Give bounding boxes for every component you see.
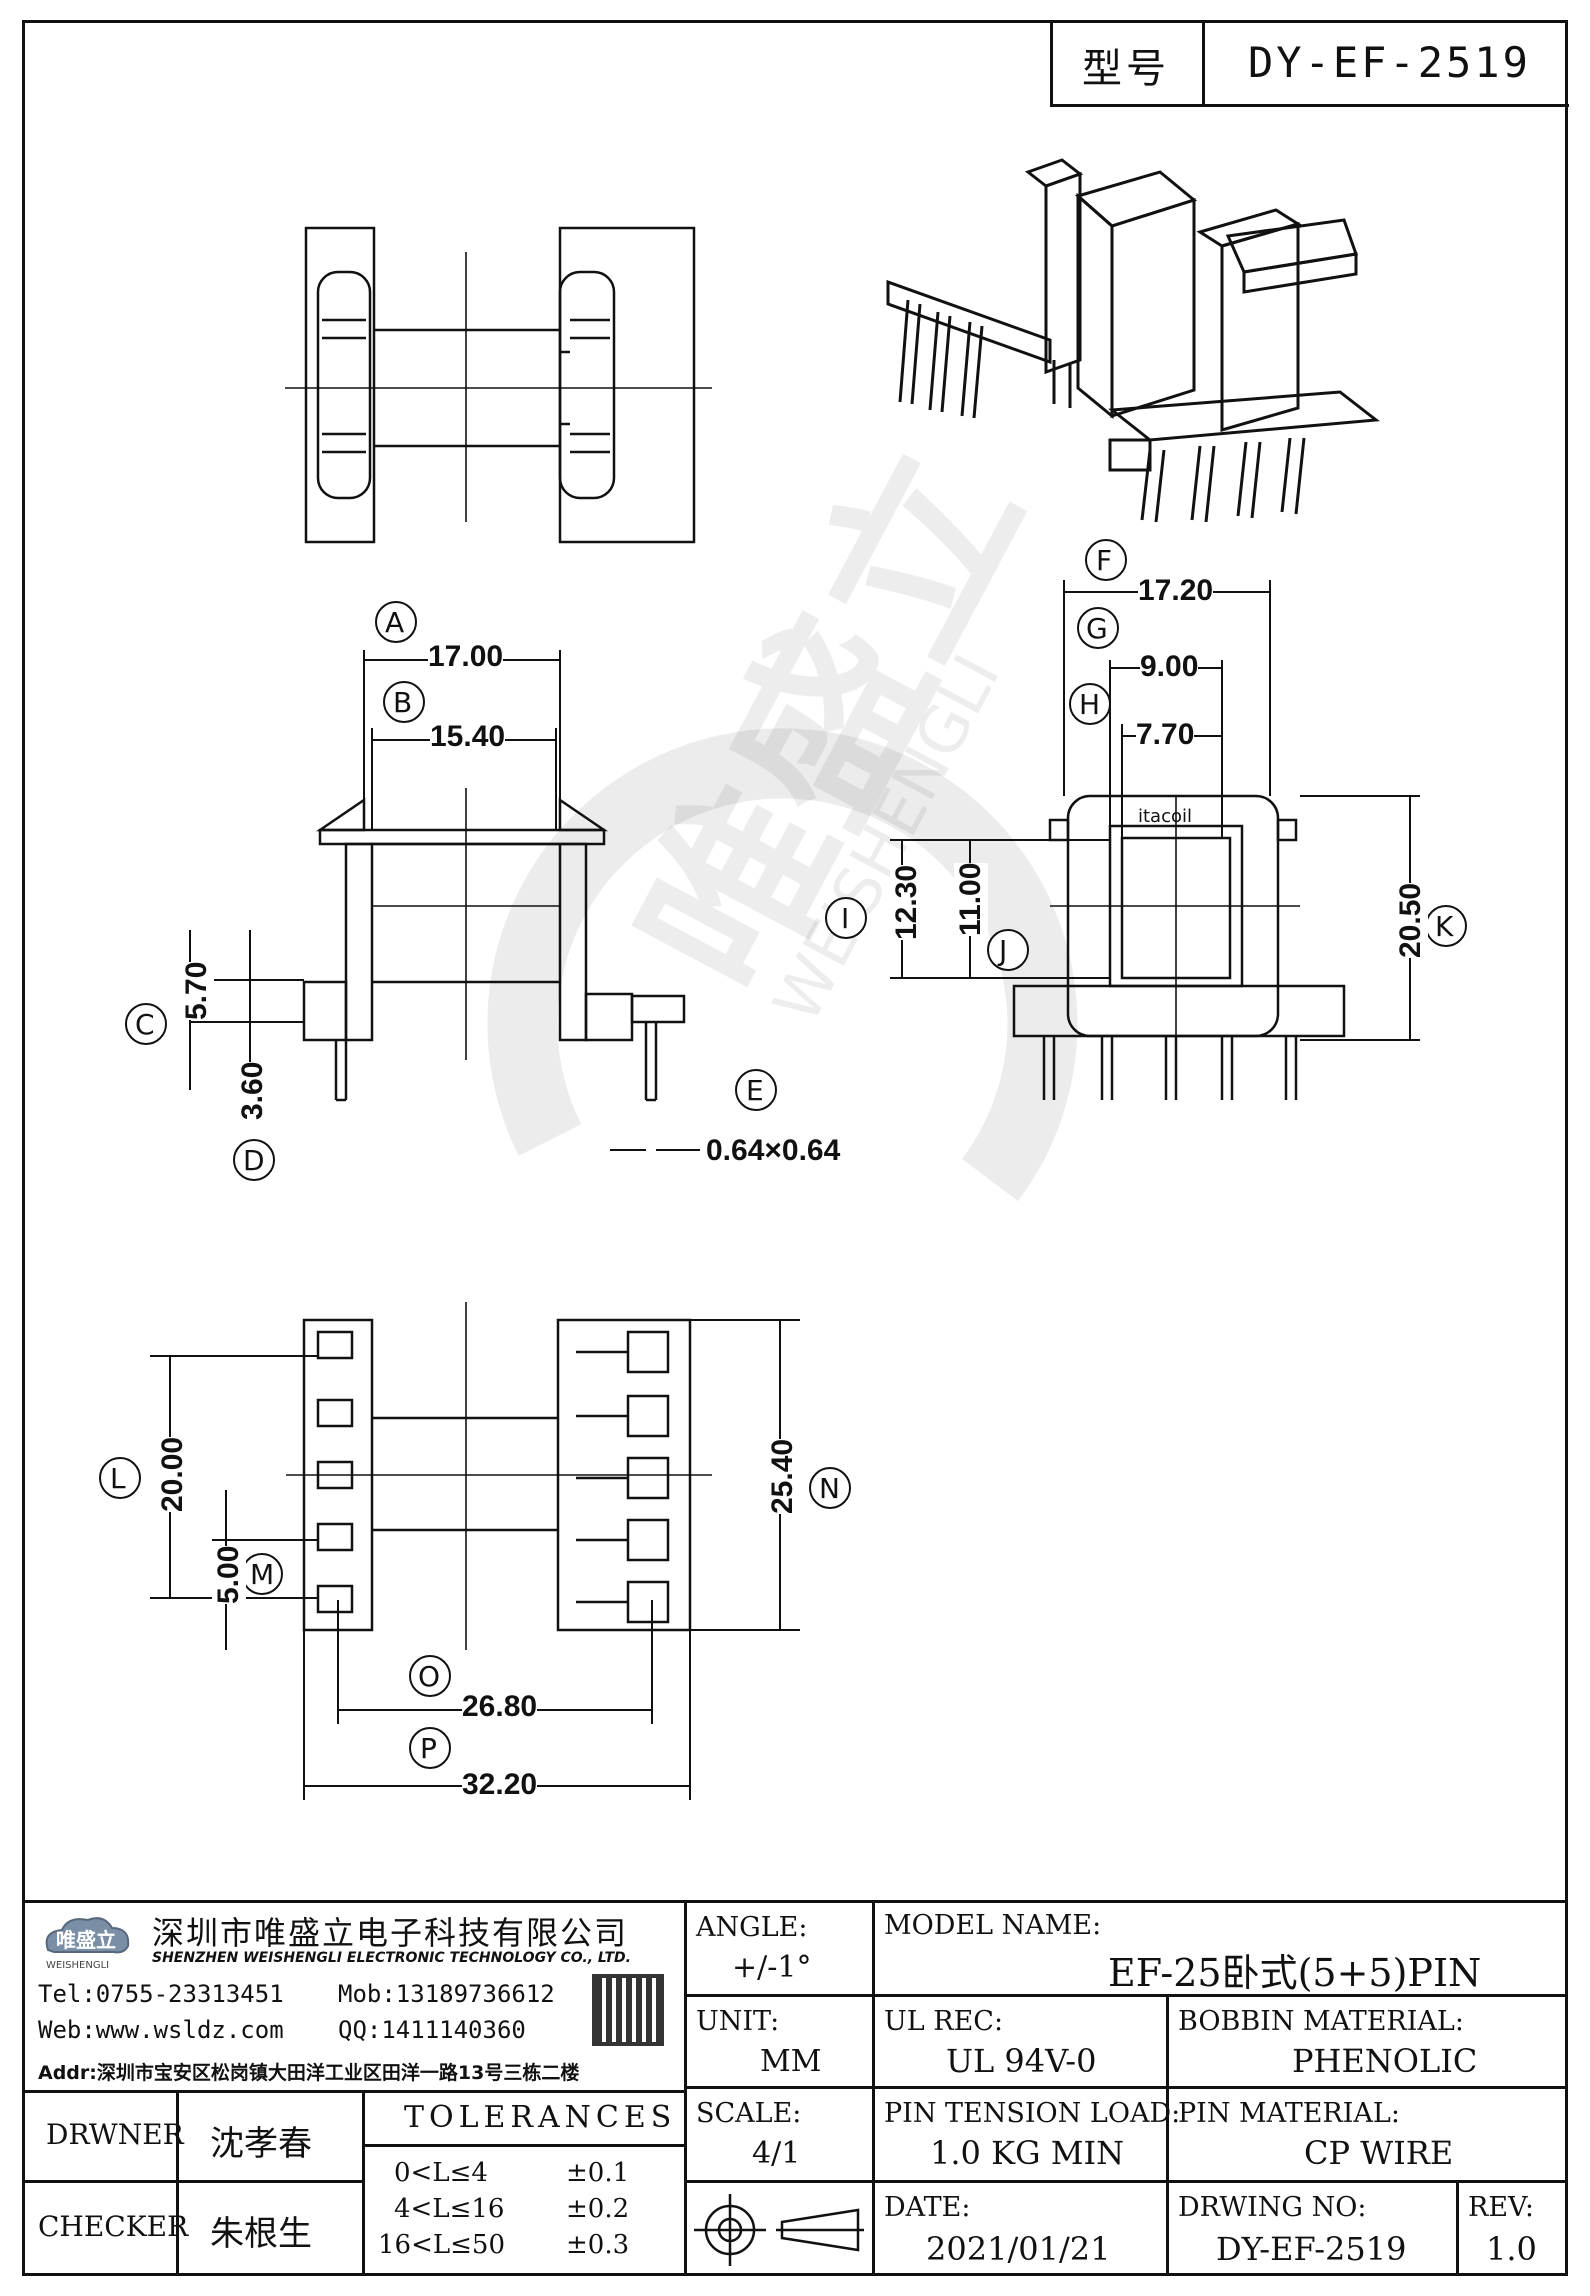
- drawer-value: 沈孝春: [210, 2124, 312, 2164]
- callout-D: D: [243, 1144, 265, 1177]
- company-web: Web:www.wsldz.com: [38, 2016, 284, 2044]
- dim-D-value: 3.60: [236, 1061, 270, 1120]
- bobbin-value: PHENOLIC: [1292, 2042, 1478, 2080]
- scale-value: 4/1: [752, 2136, 801, 2171]
- checker-label: CHECKER: [38, 2210, 189, 2243]
- callout-F: F: [1096, 544, 1113, 577]
- dim-O-value: 26.80: [462, 1690, 538, 1724]
- technical-drawing: [99, 158, 1467, 1800]
- tol-value-1: ±0.1: [566, 2158, 630, 2188]
- dwg-label: DRWING NO:: [1178, 2192, 1367, 2223]
- front-view: [302, 788, 686, 1102]
- bobbin-label: BOBBIN MATERIAL:: [1178, 2006, 1464, 2037]
- bobbin-marking: itacoil: [1138, 806, 1192, 827]
- tol-value-2: ±0.2: [566, 2194, 630, 2224]
- company-logo-text: 唯盛立: [56, 1928, 116, 1952]
- unit-label: UNIT:: [696, 2006, 780, 2037]
- tol-range-3: 16<L≤50: [378, 2230, 506, 2260]
- angle-value: +/-1°: [732, 1950, 812, 1985]
- dim-H-value: 7.70: [1136, 718, 1195, 752]
- dim-C-value: 5.70: [180, 961, 214, 1020]
- dim-G-value: 9.00: [1140, 650, 1199, 684]
- tension-value: 1.0 KG MIN: [930, 2134, 1125, 2172]
- qr-code: [592, 1974, 664, 2046]
- callout-L: L: [110, 1462, 126, 1495]
- callout-B: B: [393, 686, 413, 719]
- dim-A-value: 17.00: [428, 640, 504, 674]
- callout-N: N: [819, 1472, 840, 1505]
- company-name-en: SHENZHEN WEISHENGLI ELECTRONIC TECHNOLOG…: [152, 1950, 631, 1966]
- callout-O: O: [418, 1660, 441, 1693]
- top-view: [285, 226, 712, 544]
- dim-N-value: 25.40: [766, 1438, 800, 1514]
- callout-P: P: [420, 1732, 437, 1765]
- type-value: DY-EF-2519: [1248, 38, 1531, 87]
- date-value: 2021/01/21: [926, 2230, 1111, 2268]
- watermark: [430, 620, 1130, 1320]
- callout-I: I: [841, 902, 850, 935]
- dim-K-value: 20.50: [1394, 882, 1428, 958]
- callout-E: E: [746, 1074, 764, 1107]
- projection-symbol: [690, 2190, 870, 2270]
- dimension-callouts: [99, 539, 1467, 1769]
- tol-range-2: 4<L≤16: [394, 2194, 505, 2224]
- angle-label: ANGLE:: [696, 1912, 808, 1943]
- dim-B-value: 15.40: [430, 720, 506, 754]
- unit-value: MM: [760, 2044, 822, 2079]
- company-name-cn: 深圳市唯盛立电子科技有限公司: [152, 1914, 629, 1952]
- date-label: DATE:: [884, 2192, 971, 2223]
- isometric-view: [886, 158, 1380, 523]
- tension-label: PIN TENSION LOAD:: [884, 2098, 1181, 2129]
- callout-M: M: [250, 1558, 275, 1591]
- rev-value: 1.0: [1486, 2230, 1537, 2268]
- tol-value-3: ±0.3: [566, 2230, 630, 2260]
- dwg-value: DY-EF-2519: [1216, 2230, 1407, 2268]
- dim-E-value: 0.64×0.64: [706, 1134, 841, 1167]
- callout-H: H: [1079, 688, 1101, 721]
- callout-A: A: [385, 606, 405, 639]
- callout-J: J: [999, 934, 1008, 967]
- dimension-lines: [150, 580, 1420, 1800]
- callout-K: K: [1435, 910, 1454, 943]
- company-qq: QQ:1411140360: [338, 2016, 526, 2044]
- model-label: MODEL NAME:: [884, 1910, 1102, 1941]
- dim-P-value: 32.20: [462, 1768, 538, 1802]
- callout-C: C: [135, 1008, 155, 1041]
- ul-value: UL 94V-0: [946, 2042, 1097, 2080]
- dim-L-value: 20.00: [156, 1436, 190, 1512]
- scale-label: SCALE:: [696, 2098, 802, 2129]
- dim-J-value: 11.00: [954, 862, 988, 936]
- drawing-frame: [22, 20, 1568, 2276]
- company-mob: Mob:13189736612: [338, 1980, 555, 2008]
- bottom-view: [286, 1302, 712, 1650]
- pinmat-label: PIN MATERIAL:: [1178, 2098, 1400, 2129]
- company-logo-sub: WEISHENGLI: [46, 1960, 110, 1971]
- pinmat-value: CP WIRE: [1304, 2134, 1454, 2172]
- drawer-label: DRWNER: [46, 2118, 184, 2151]
- company-tel: Tel:0755-23313451: [38, 1980, 284, 2008]
- company-addr: Addr:深圳市宝安区松岗镇大田洋工业区田洋一路13号三栋二楼: [38, 2062, 580, 2084]
- type-label: 型号: [1082, 46, 1170, 92]
- type-box: [1050, 22, 1569, 107]
- tol-range-1: 0<L≤4: [394, 2158, 488, 2188]
- checker-value: 朱根生: [210, 2214, 312, 2254]
- dim-M-value: 5.00: [212, 1545, 246, 1604]
- dim-I-value: 12.30: [890, 864, 924, 940]
- model-value: EF-25卧式(5+5)PIN: [1108, 1951, 1482, 1995]
- callout-G: G: [1086, 612, 1108, 645]
- dim-F-value: 17.20: [1138, 574, 1214, 608]
- side-view: [1012, 794, 1346, 1100]
- company-logo: [38, 1910, 138, 1964]
- tolerances-title: TOLERANCES: [404, 2100, 677, 2135]
- rev-label: REV:: [1468, 2192, 1534, 2223]
- ul-label: UL REC:: [884, 2006, 1004, 2037]
